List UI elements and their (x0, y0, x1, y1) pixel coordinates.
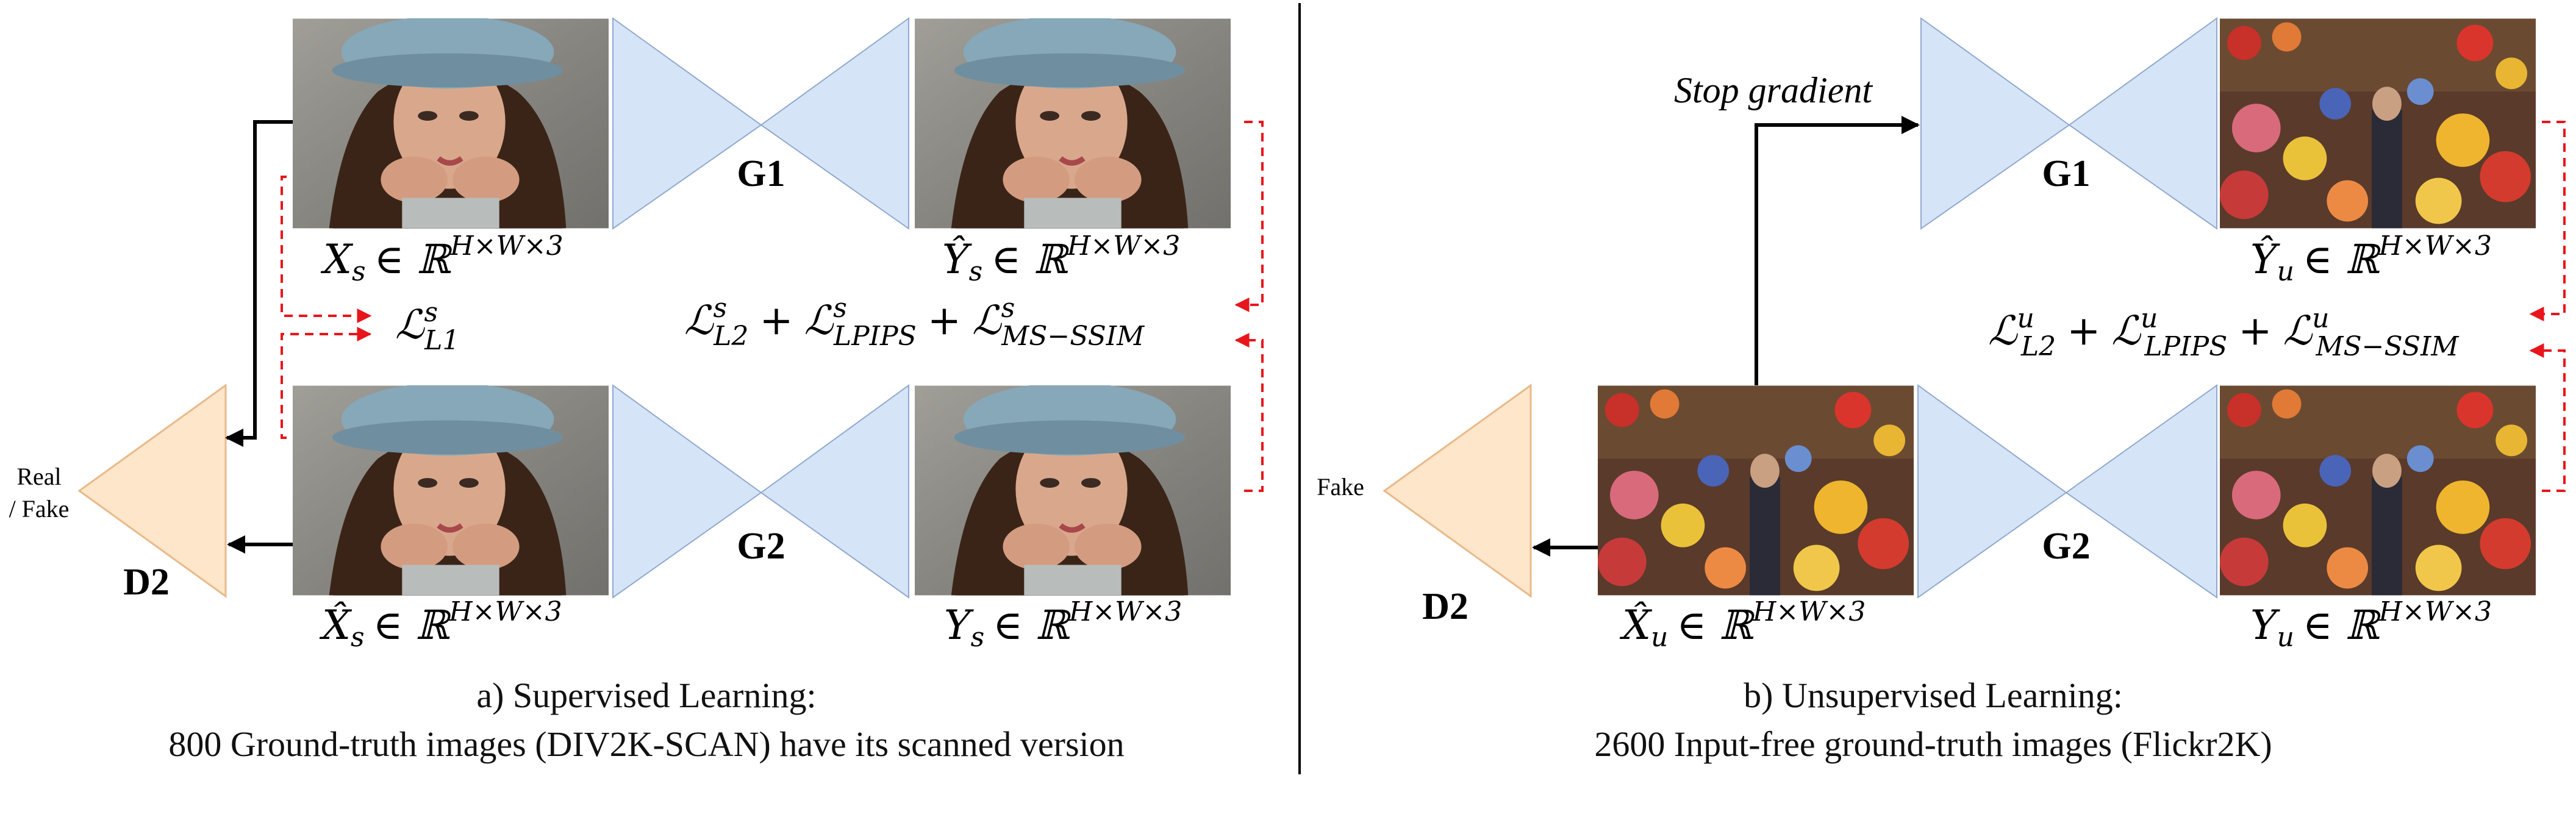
loss-arrow-x-s-l1 (281, 176, 372, 323)
loss-arrow-y-hat-u (2529, 121, 2566, 321)
discriminator-d2-right (1383, 383, 1532, 598)
svg-text:Ŷs∈ ℝH×W×3: Ŷs∈ ℝH×W×3 (942, 230, 1180, 287)
discriminator-d2-left (77, 383, 227, 598)
caption-left-line1: a) Supervised Learning: (476, 676, 816, 715)
label-y-u: Yu∈ ℝH×W×3 (2250, 596, 2492, 653)
loss-arrow-y-s (1234, 333, 1264, 492)
generator-g2-encoder (612, 384, 762, 599)
image-y-u (2220, 385, 2536, 596)
svg-text:Ŷu∈ ℝH×W×3: Ŷu∈ ℝH×W×3 (2250, 230, 2492, 287)
real-label: Real (16, 463, 61, 490)
caption-left-line2: 800 Ground-truth images (DIV2K-SCAN) hav… (168, 724, 1124, 764)
generator-g2-decoder (760, 384, 909, 599)
svg-text:X̂u∈ ℝH×W×3: X̂u∈ ℝH×W×3 (1619, 596, 1866, 653)
loss-arrow-x-hat-s-l1 (281, 327, 372, 439)
label-y-hat-s: Ŷs∈ ℝH×W×3 (942, 230, 1180, 287)
generator-g1-encoder-right (1920, 17, 2070, 230)
generator-g1-decoder (760, 17, 909, 230)
arrow-x-s-to-d2 (225, 120, 293, 447)
svg-text:Xs∈ ℝH×W×3: Xs∈ ℝH×W×3 (320, 230, 564, 287)
generator-g2-encoder-right (1917, 384, 2067, 599)
fake-label: Fake (1317, 473, 1364, 501)
generator-g2-decoder-right (2065, 384, 2217, 599)
arrow-stop-gradient (1755, 116, 1920, 385)
caption-right-line2: 2600 Input-free ground-truth images (Fli… (1594, 724, 2272, 764)
image-y-hat-u (2220, 18, 2536, 229)
generator-g1-encoder (612, 17, 762, 230)
label-x-hat-s: X̂s∈ ℝH×W×3 (319, 596, 562, 653)
label-y-s: Ys∈ ℝH×W×3 (944, 596, 1182, 653)
g1-label-right: G1 (2042, 153, 2090, 194)
label-y-hat-u: Ŷu∈ ℝH×W×3 (2250, 230, 2492, 287)
svg-text:X̂s∈ ℝH×W×3: X̂s∈ ℝH×W×3 (319, 596, 562, 653)
generator-g1-decoder-right (2068, 17, 2217, 230)
label-x-s: Xs∈ ℝH×W×3 (320, 230, 564, 287)
d2-label-left: D2 (123, 562, 170, 603)
svg-text:Yu∈ ℝH×W×3: Yu∈ ℝH×W×3 (2250, 596, 2492, 653)
svg-text:Ys∈ ℝH×W×3: Ys∈ ℝH×W×3 (944, 596, 1182, 653)
caption-right-line1: b) Unsupervised Learning: (1744, 676, 2123, 715)
loss-arrow-y-u (2529, 343, 2566, 492)
g1-label: G1 (737, 153, 785, 194)
label-x-hat-u: X̂u∈ ℝH×W×3 (1619, 596, 1866, 653)
loss-arrow-y-hat-s (1234, 121, 1264, 312)
g2-label: G2 (737, 526, 785, 567)
d2-label-right: D2 (1422, 586, 1469, 627)
stop-gradient-label: Stop gradient (1674, 70, 1873, 110)
image-x-hat-u (1598, 385, 1914, 596)
fake-slash-label: / Fake (9, 495, 70, 522)
g2-label-right: G2 (2042, 526, 2090, 567)
